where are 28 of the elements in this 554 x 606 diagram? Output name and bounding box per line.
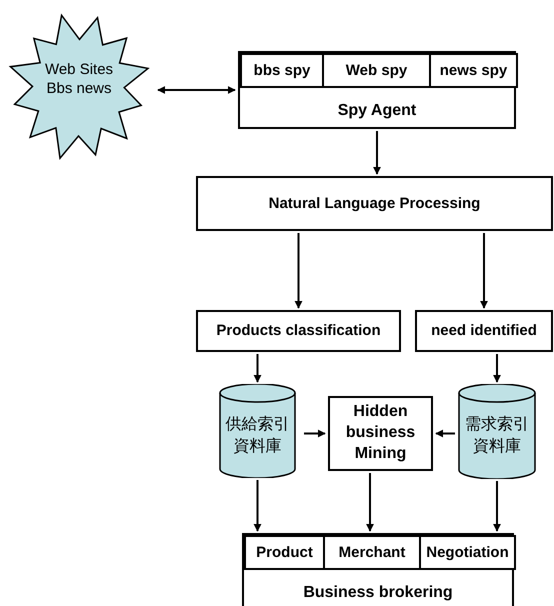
process-box: Natural Language Processing <box>196 176 553 231</box>
header-cell: Product <box>244 535 325 570</box>
arrow <box>157 86 236 94</box>
arrow <box>366 473 374 532</box>
header-cell: Web spy <box>322 53 431 88</box>
arrow <box>480 233 488 309</box>
header-cell: bbs spy <box>240 53 324 88</box>
module-title: Business brokering <box>302 583 454 603</box>
database-label: 供給索引資料庫 <box>224 414 290 457</box>
header-cell: Negotiation <box>419 535 516 570</box>
arrow <box>294 233 302 309</box>
header-cell: Merchant <box>323 535 421 570</box>
module-box <box>238 51 516 129</box>
arrow <box>254 354 262 383</box>
module-title: Spy Agent <box>336 101 418 121</box>
source-label: Web Sites Bbs news <box>44 60 114 98</box>
process-box: Hidden business Mining <box>328 396 433 471</box>
arrow <box>304 430 326 438</box>
header-cell: news spy <box>429 53 518 88</box>
arrow <box>493 481 501 532</box>
module-box <box>242 533 514 606</box>
database-label: 需求索引資料庫 <box>464 414 530 457</box>
arrow <box>493 354 501 383</box>
arrow <box>254 480 262 532</box>
process-box: need identified <box>415 310 553 352</box>
process-box: Products classification <box>196 310 401 352</box>
arrow <box>373 131 381 175</box>
arrow <box>435 430 455 438</box>
